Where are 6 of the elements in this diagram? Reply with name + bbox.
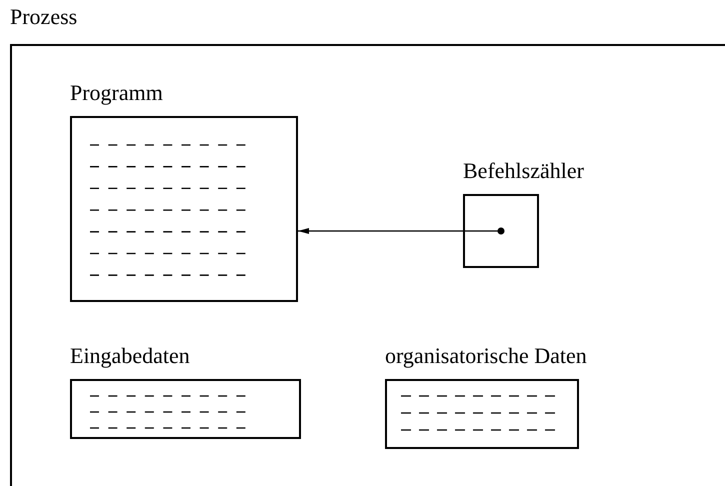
box-heading: Prozess xyxy=(10,4,78,30)
arrow xyxy=(298,228,501,234)
box-heading: Befehlszähler xyxy=(463,158,584,184)
box-heading: organisatorische Daten xyxy=(385,343,587,369)
box-heading: Eingabedaten xyxy=(70,343,190,369)
box-heading: Programm xyxy=(70,80,163,106)
